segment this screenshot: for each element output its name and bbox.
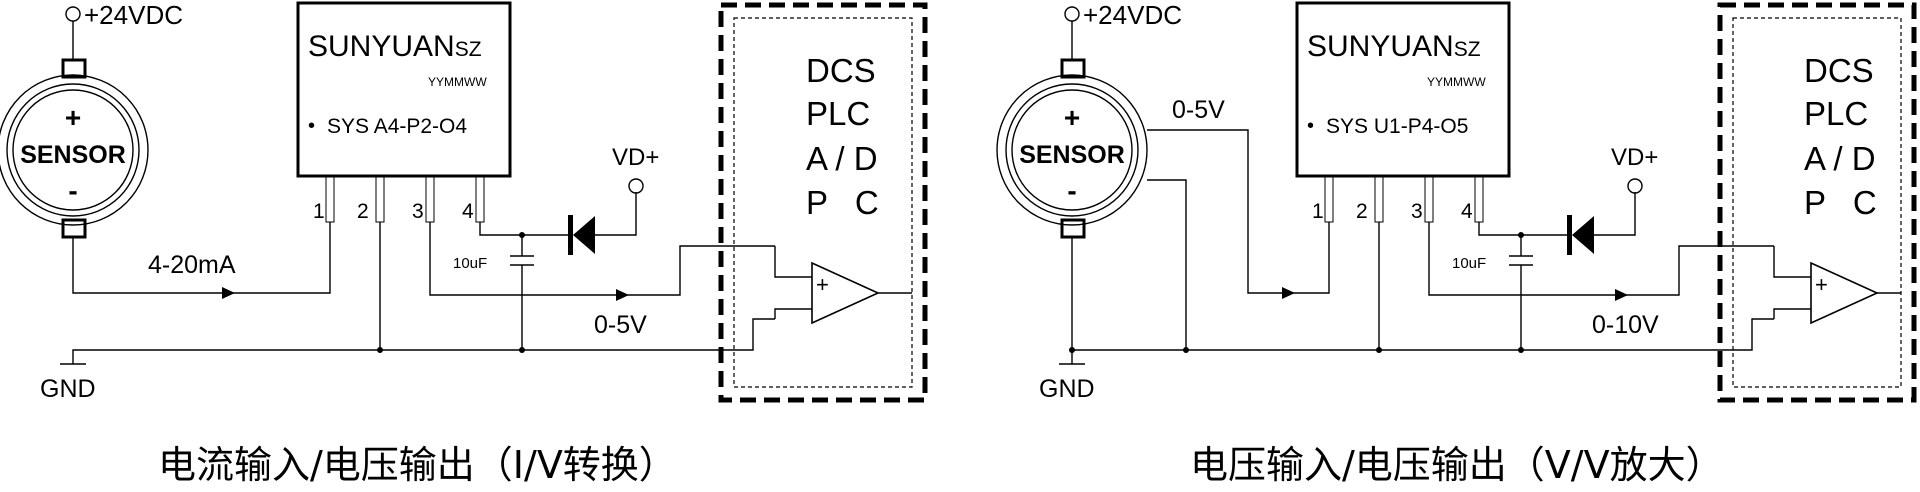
pin4-wire (1478, 222, 1521, 236)
junction-dot (519, 232, 525, 238)
opamp-input-wire (774, 246, 812, 278)
panel-current-to-voltage: +24VDC + SENSOR - SUNYUANSZ YYMMWW • SYS… (0, 0, 928, 487)
system-pc: P C (1804, 184, 1877, 221)
ground-junction-dot (519, 347, 525, 353)
supply-label: +24VDC (84, 0, 183, 30)
pin-1-label: 1 (313, 200, 325, 223)
module-pins: 1 2 3 4 (313, 175, 485, 223)
ground-bus (1071, 318, 1774, 364)
system-dcs: DCS (806, 52, 876, 89)
module-brand: SUNYUANSZ (1307, 30, 1481, 63)
ground-junction-dot (1183, 347, 1189, 353)
vd-label: VD+ (612, 144, 659, 171)
opamp-plus: + (1815, 272, 1828, 297)
module-bullet: • (1307, 115, 1314, 137)
pin-1-label: 1 (1312, 200, 1324, 223)
system-pc: P C (806, 184, 879, 221)
module-date-code: YYMMWW (1427, 75, 1486, 89)
sensor-label: SENSOR (1019, 141, 1125, 169)
module-model: SYS A4-P2-O4 (327, 115, 467, 138)
module-bullet: • (308, 115, 315, 137)
input-arrow (1282, 287, 1295, 299)
isolator-module: SUNYUANSZ YYMMWW • SYS U1-P4-O5 (1295, 1, 1511, 178)
vd-terminal (628, 178, 644, 194)
module-model: SYS U1-P4-O5 (1326, 115, 1468, 138)
opamp-input-wire (1773, 246, 1811, 278)
supply-label: +24VDC (1083, 0, 1182, 30)
sensor: + SENSOR - (996, 58, 1148, 239)
module-pins: 1 2 3 4 (1312, 175, 1484, 223)
input-wire (72, 222, 331, 294)
op-amp (1810, 261, 1879, 325)
ground-junction-dot (1376, 347, 1382, 353)
cap-label: 10uF (453, 255, 487, 272)
sensor-plus: + (65, 102, 81, 133)
ground-junction-dot (1518, 347, 1524, 353)
system-dcs: DCS (1804, 52, 1874, 89)
input-signal-label: 0-5V (1172, 96, 1225, 124)
opamp-plus: + (816, 272, 829, 297)
output-signal-label: 0-5V (594, 311, 647, 339)
system-ad: A / D (1804, 140, 1876, 177)
ground-bus (72, 318, 775, 364)
junction-dot (1518, 232, 1524, 238)
pin-4-label: 4 (1461, 200, 1473, 223)
output-wire (1428, 222, 1774, 296)
pin-2-label: 2 (1356, 200, 1368, 223)
sensor-minus: - (68, 175, 77, 206)
system-plc: PLC (806, 95, 870, 132)
output-wire (429, 222, 775, 296)
gnd-label: GND (40, 375, 96, 403)
sensor-plus: + (1064, 102, 1080, 133)
module-date-code: YYMMWW (428, 75, 487, 89)
module-brand: SUNYUANSZ (308, 30, 482, 63)
pin-3-label: 3 (1411, 200, 1423, 223)
vd-label: VD+ (1611, 144, 1658, 171)
supply-terminal (65, 6, 81, 22)
vd-terminal (1627, 178, 1643, 194)
diode (568, 215, 595, 255)
output-signal-label: 0-10V (1592, 311, 1659, 339)
input-wire-positive (1147, 129, 1330, 294)
ground-junction-dot (377, 347, 383, 353)
caption-right: 电压输入/电压输出（V/V放大） (1190, 443, 1724, 487)
system-plc: PLC (1804, 95, 1868, 132)
isolator-module: SUNYUANSZ YYMMWW • SYS A4-P2-O4 (296, 1, 512, 178)
control-system-box (1717, 2, 1917, 403)
control-system-box (718, 2, 928, 403)
cap-label: 10uF (1452, 255, 1486, 272)
gnd-label: GND (1039, 375, 1095, 403)
pin4-wire (479, 222, 522, 236)
input-signal-label: 4-20mA (148, 251, 236, 279)
control-system-inner-box (1732, 17, 1902, 388)
vd-wire (1594, 192, 1636, 236)
output-arrow (616, 289, 629, 301)
sensor: + SENSOR - (0, 58, 149, 239)
supply-terminal (1064, 6, 1080, 22)
capacitor (510, 255, 534, 350)
input-arrow (222, 287, 235, 299)
opamp-ref-wire (1773, 308, 1811, 319)
panel-voltage-to-voltage: +24VDC + SENSOR - SUNYUANSZ YYMMWW • SYS… (996, 0, 1917, 487)
sensor-label: SENSOR (20, 141, 126, 169)
system-ad: A / D (806, 140, 878, 177)
pin-2-label: 2 (357, 200, 369, 223)
vd-wire (595, 192, 637, 236)
output-arrow (1615, 289, 1628, 301)
input-wire-negative (1147, 179, 1187, 350)
pin-3-label: 3 (412, 200, 424, 223)
opamp-ref-wire (774, 308, 812, 319)
caption-left: 电流输入/电压输出（I/V转换） (158, 443, 677, 487)
sensor-minus: - (1067, 175, 1076, 206)
diode (1567, 215, 1594, 255)
ground-junction-dot (1069, 347, 1075, 353)
capacitor (1509, 255, 1533, 350)
pin-4-label: 4 (462, 200, 474, 223)
op-amp (811, 261, 880, 325)
